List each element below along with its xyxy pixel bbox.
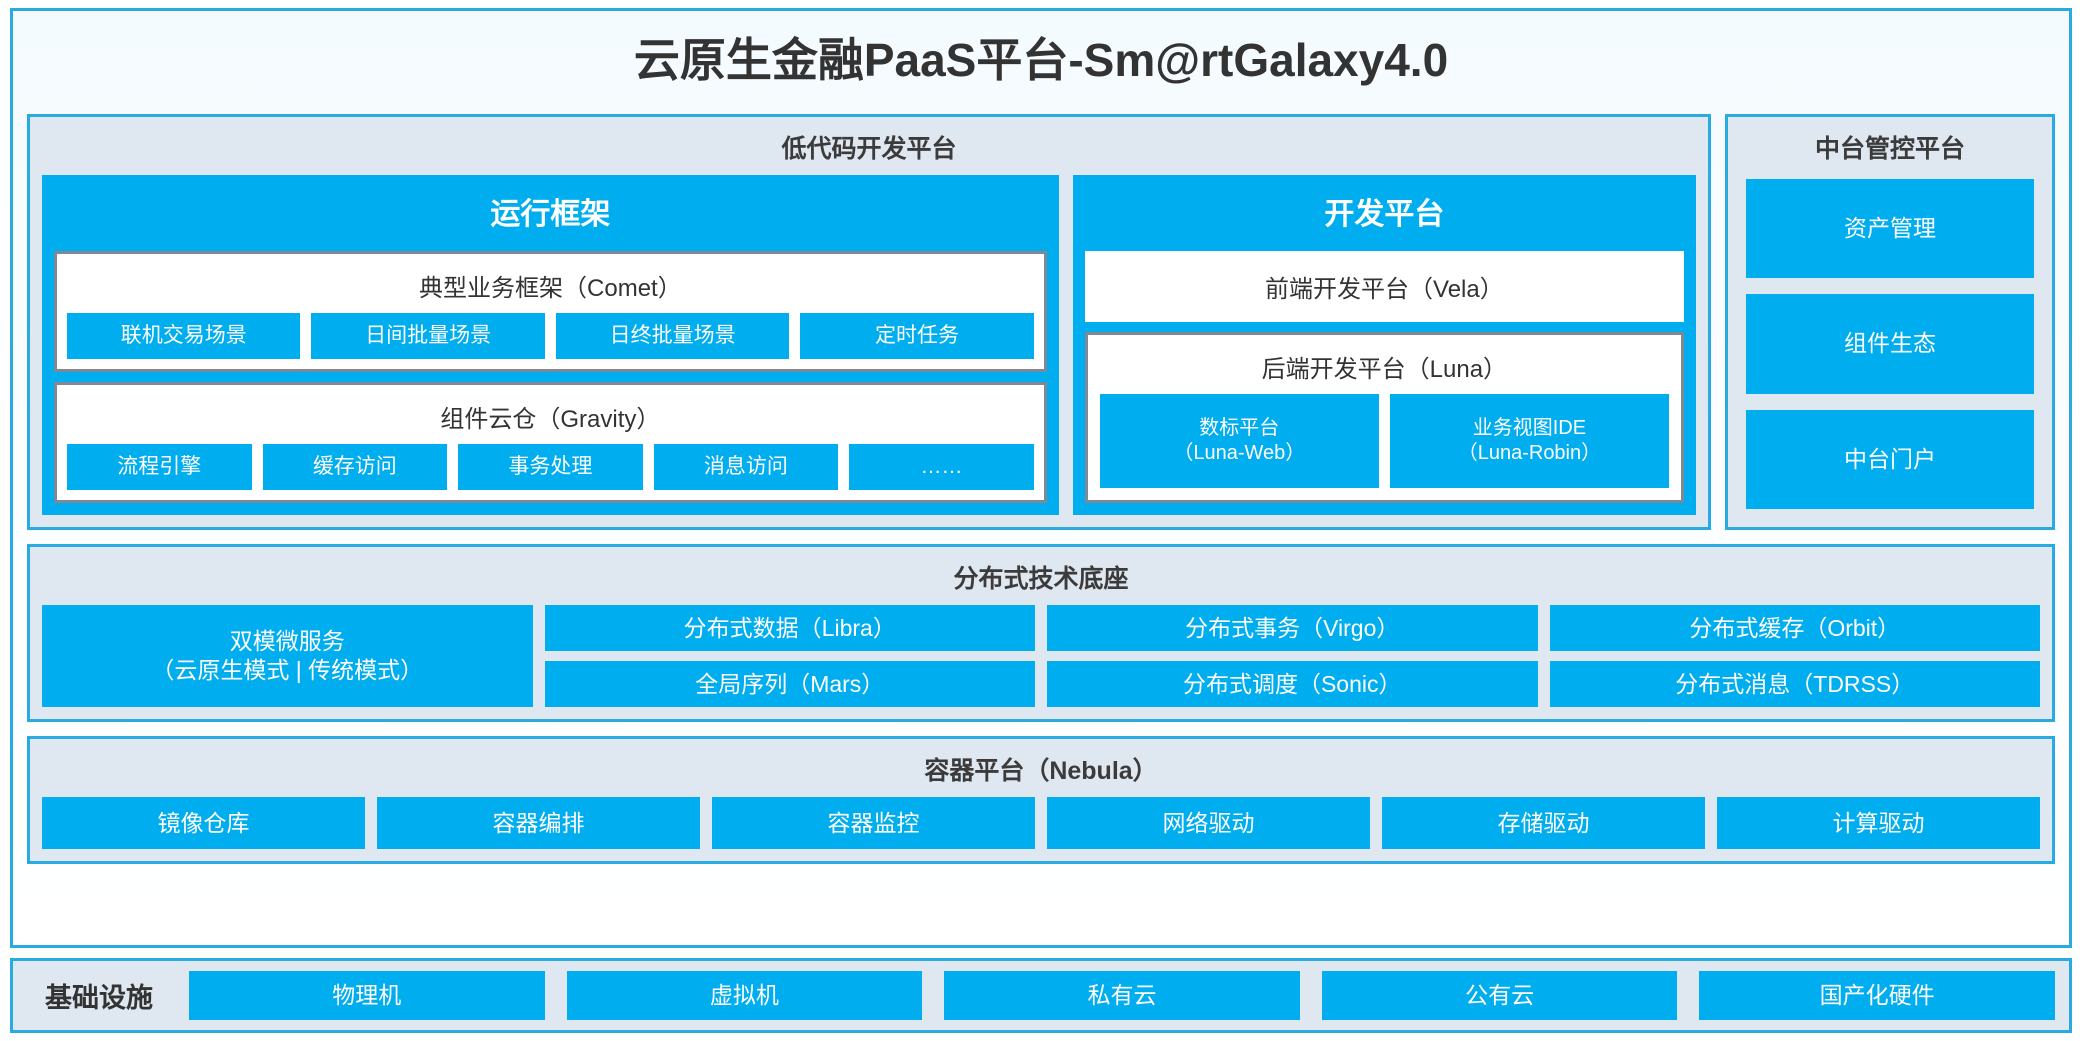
comet-chip-row: 联机交易场景 日间批量场景 日终批量场景 定时任务 <box>67 312 1034 359</box>
chip-luna-web[interactable]: 数标平台 （Luna-Web） <box>1099 393 1379 489</box>
vela-frontend-platform[interactable]: 前端开发平台（Vela） <box>1084 250 1684 322</box>
chip-compute-driver[interactable]: 计算驱动 <box>1717 797 2040 850</box>
chip-component-ecosystem[interactable]: 组件生态 <box>1746 294 2034 394</box>
chip-online-transaction[interactable]: 联机交易场景 <box>67 312 301 359</box>
chip-virtual-machine[interactable]: 虚拟机 <box>566 971 923 1020</box>
lowcode-platform-panel: 低代码开发平台 运行框架 典型业务框架（Comet） 联机交易场景 日间批量场景… <box>27 113 1711 531</box>
chip-distributed-data-libra[interactable]: 分布式数据（Libra） <box>544 605 1035 652</box>
container-platform-panel: 容器平台（Nebula） 镜像仓库 容器编排 容器监控 网络驱动 存储驱动 计算… <box>27 736 2055 865</box>
chip-dual-mode-microservice-line1: 双模微服务 <box>229 628 345 655</box>
chip-luna-robin-line2: （Luna-Robin） <box>1457 441 1602 464</box>
lowcode-platform-title: 低代码开发平台 <box>781 134 957 163</box>
chip-midplatform-portal[interactable]: 中台门户 <box>1746 409 2034 510</box>
chip-domestic-hardware[interactable]: 国产化硬件 <box>1699 971 2055 1020</box>
chip-intraday-batch[interactable]: 日间批量场景 <box>311 312 545 359</box>
chip-distributed-cache-orbit[interactable]: 分布式缓存（Orbit） <box>1549 605 2040 652</box>
infrastructure-label: 基础设施 <box>45 983 153 1014</box>
chip-container-monitoring[interactable]: 容器监控 <box>712 797 1035 850</box>
chip-scheduled-task[interactable]: 定时任务 <box>800 312 1034 359</box>
midplatform-title: 中台管控平台 <box>1814 134 1965 163</box>
chip-luna-robin-line1: 业务视图IDE <box>1472 416 1587 439</box>
gravity-title: 组件云仓（Gravity） <box>440 405 661 433</box>
infrastructure-row: 物理机 虚拟机 私有云 公有云 国产化硬件 <box>189 971 2055 1020</box>
tech-base-panel: 分布式技术底座 双模微服务 （云原生模式 | 传统模式） 分布式数据（Libra… <box>27 544 2055 723</box>
chip-distributed-message-tdrss[interactable]: 分布式消息（TDRSS） <box>1549 661 2040 708</box>
tech-column-data: 分布式数据（Libra） 全局序列（Mars） <box>544 605 1035 708</box>
chip-luna-web-line1: 数标平台 <box>1199 416 1280 439</box>
infrastructure-panel: 基础设施 物理机 虚拟机 私有云 公有云 国产化硬件 <box>10 958 2072 1033</box>
tech-column-cache: 分布式缓存（Orbit） 分布式消息（TDRSS） <box>1549 605 2040 708</box>
chip-asset-management[interactable]: 资产管理 <box>1746 178 2034 279</box>
luna-title: 后端开发平台（Luna） <box>1261 355 1508 383</box>
chip-image-registry[interactable]: 镜像仓库 <box>42 797 365 850</box>
chip-dual-mode-microservice-line2: （云原生模式 | 传统模式） <box>151 657 424 684</box>
tech-column-transaction: 分布式事务（Virgo） 分布式调度（Sonic） <box>1047 605 1538 708</box>
chip-dual-mode-microservice[interactable]: 双模微服务 （云原生模式 | 传统模式） <box>42 605 533 708</box>
chip-network-driver[interactable]: 网络驱动 <box>1047 797 1370 850</box>
runtime-framework-title: 运行框架 <box>490 197 611 231</box>
chip-container-orchestration[interactable]: 容器编排 <box>377 797 700 850</box>
chip-distributed-transaction-virgo[interactable]: 分布式事务（Virgo） <box>1047 605 1538 652</box>
chip-public-cloud[interactable]: 公有云 <box>1321 971 1678 1020</box>
chip-physical-machine[interactable]: 物理机 <box>189 971 545 1020</box>
platform-frame: 云原生金融PaaS平台-Sm@rtGalaxy4.0 低代码开发平台 运行框架 … <box>10 8 2072 949</box>
midplatform-panel: 中台管控平台 资产管理 组件生态 中台门户 <box>1725 113 2055 531</box>
chip-cache-access[interactable]: 缓存访问 <box>262 443 448 491</box>
chip-luna-web-line2: （Luna-Web） <box>1173 441 1306 464</box>
page-title: 云原生金融PaaS平台-Sm@rtGalaxy4.0 <box>633 34 1449 86</box>
container-platform-title: 容器平台（Nebula） <box>924 757 1158 786</box>
chip-storage-driver[interactable]: 存储驱动 <box>1382 797 1705 850</box>
comet-title: 典型业务框架（Comet） <box>419 274 682 302</box>
lowcode-platform-body: 运行框架 典型业务框架（Comet） 联机交易场景 日间批量场景 日终批量场景 … <box>42 174 1696 516</box>
chip-luna-robin[interactable]: 业务视图IDE （Luna-Robin） <box>1389 393 1669 489</box>
gravity-chip-row: 流程引擎 缓存访问 事务处理 消息访问 …… <box>67 443 1034 491</box>
comet-card: 典型业务框架（Comet） 联机交易场景 日间批量场景 日终批量场景 定时任务 <box>54 250 1047 372</box>
chip-process-engine[interactable]: 流程引擎 <box>67 443 252 491</box>
gravity-card: 组件云仓（Gravity） 流程引擎 缓存访问 事务处理 消息访问 …… <box>54 381 1047 504</box>
runtime-framework-box: 运行框架 典型业务框架（Comet） 联机交易场景 日间批量场景 日终批量场景 … <box>42 174 1059 516</box>
midplatform-list: 资产管理 组件生态 中台门户 <box>1740 175 2040 516</box>
tech-base-grid: 双模微服务 （云原生模式 | 传统模式） 分布式数据（Libra） 全局序列（M… <box>42 605 2040 708</box>
chip-private-cloud[interactable]: 私有云 <box>944 971 1300 1020</box>
chip-transaction-processing[interactable]: 事务处理 <box>458 443 643 491</box>
development-platform-title: 开发平台 <box>1324 197 1445 231</box>
chip-more-ellipsis[interactable]: …… <box>849 443 1034 491</box>
luna-card: 后端开发平台（Luna） 数标平台 （Luna-Web） <box>1084 331 1684 504</box>
chip-message-access[interactable]: 消息访问 <box>653 443 839 491</box>
chip-global-sequence-mars[interactable]: 全局序列（Mars） <box>544 661 1035 708</box>
development-platform-box: 开发平台 前端开发平台（Vela） 后端开发平台（Luna） 数标平台 （Lun… <box>1072 174 1696 516</box>
chip-distributed-scheduling-sonic[interactable]: 分布式调度（Sonic） <box>1047 661 1538 708</box>
tech-base-title: 分布式技术底座 <box>953 565 1129 594</box>
chip-eod-batch[interactable]: 日终批量场景 <box>555 312 790 359</box>
container-platform-row: 镜像仓库 容器编排 容器监控 网络驱动 存储驱动 计算驱动 <box>42 797 2040 850</box>
tech-microservice-wrapper: 双模微服务 （云原生模式 | 传统模式） <box>42 605 533 708</box>
top-row: 低代码开发平台 运行框架 典型业务框架（Comet） 联机交易场景 日间批量场景… <box>27 113 2055 531</box>
luna-chip-row: 数标平台 （Luna-Web） 业务视图IDE （Luna-Robin） <box>1099 393 1669 489</box>
